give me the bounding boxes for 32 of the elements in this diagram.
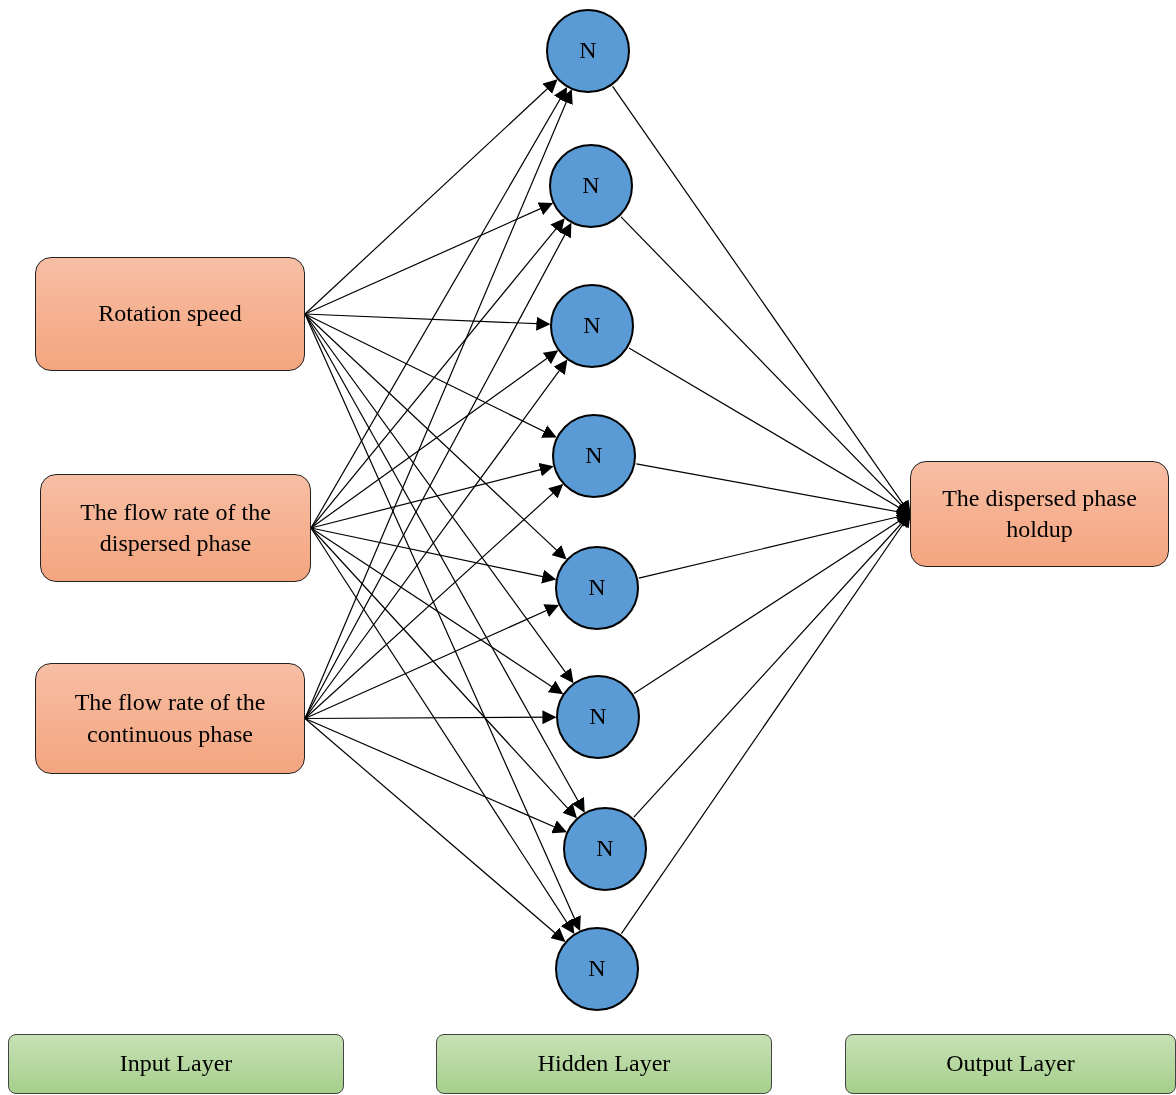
arrow bbox=[304, 313, 585, 813]
arrow bbox=[304, 202, 554, 315]
arrow bbox=[304, 483, 564, 720]
arrow bbox=[310, 350, 559, 529]
process-box: Rotation speed bbox=[35, 257, 305, 371]
neuron-circle: N bbox=[556, 675, 640, 759]
arrow bbox=[304, 313, 557, 438]
arrow bbox=[304, 79, 558, 315]
arrow bbox=[310, 218, 565, 529]
neuron-circle: N bbox=[546, 9, 630, 93]
layer-label-box: Input Layer bbox=[8, 1034, 344, 1094]
process-box: The flow rate of the dispersed phase bbox=[40, 474, 311, 582]
neuron-circle: N bbox=[563, 807, 647, 891]
process-box: The dispersed phase holdup bbox=[910, 461, 1169, 567]
arrow bbox=[310, 527, 564, 695]
arrow bbox=[310, 527, 557, 584]
arrow bbox=[304, 717, 567, 834]
arrow bbox=[304, 717, 566, 942]
process-box: The flow rate of the continuous phase bbox=[35, 663, 305, 774]
neuron-circle: N bbox=[555, 927, 639, 1011]
neuron-circle: N bbox=[549, 144, 633, 228]
neuron-circle: N bbox=[555, 546, 639, 630]
layer-label-box: Hidden Layer bbox=[436, 1034, 772, 1094]
arrow bbox=[310, 527, 577, 819]
arrow bbox=[304, 604, 559, 720]
arrow bbox=[304, 313, 551, 331]
neuron-circle: N bbox=[552, 414, 636, 498]
arrow bbox=[310, 527, 575, 935]
neuron-circle: N bbox=[550, 284, 634, 368]
arrow bbox=[310, 462, 554, 529]
arrow bbox=[304, 710, 557, 725]
layer-label-box: Output Layer bbox=[845, 1034, 1176, 1094]
